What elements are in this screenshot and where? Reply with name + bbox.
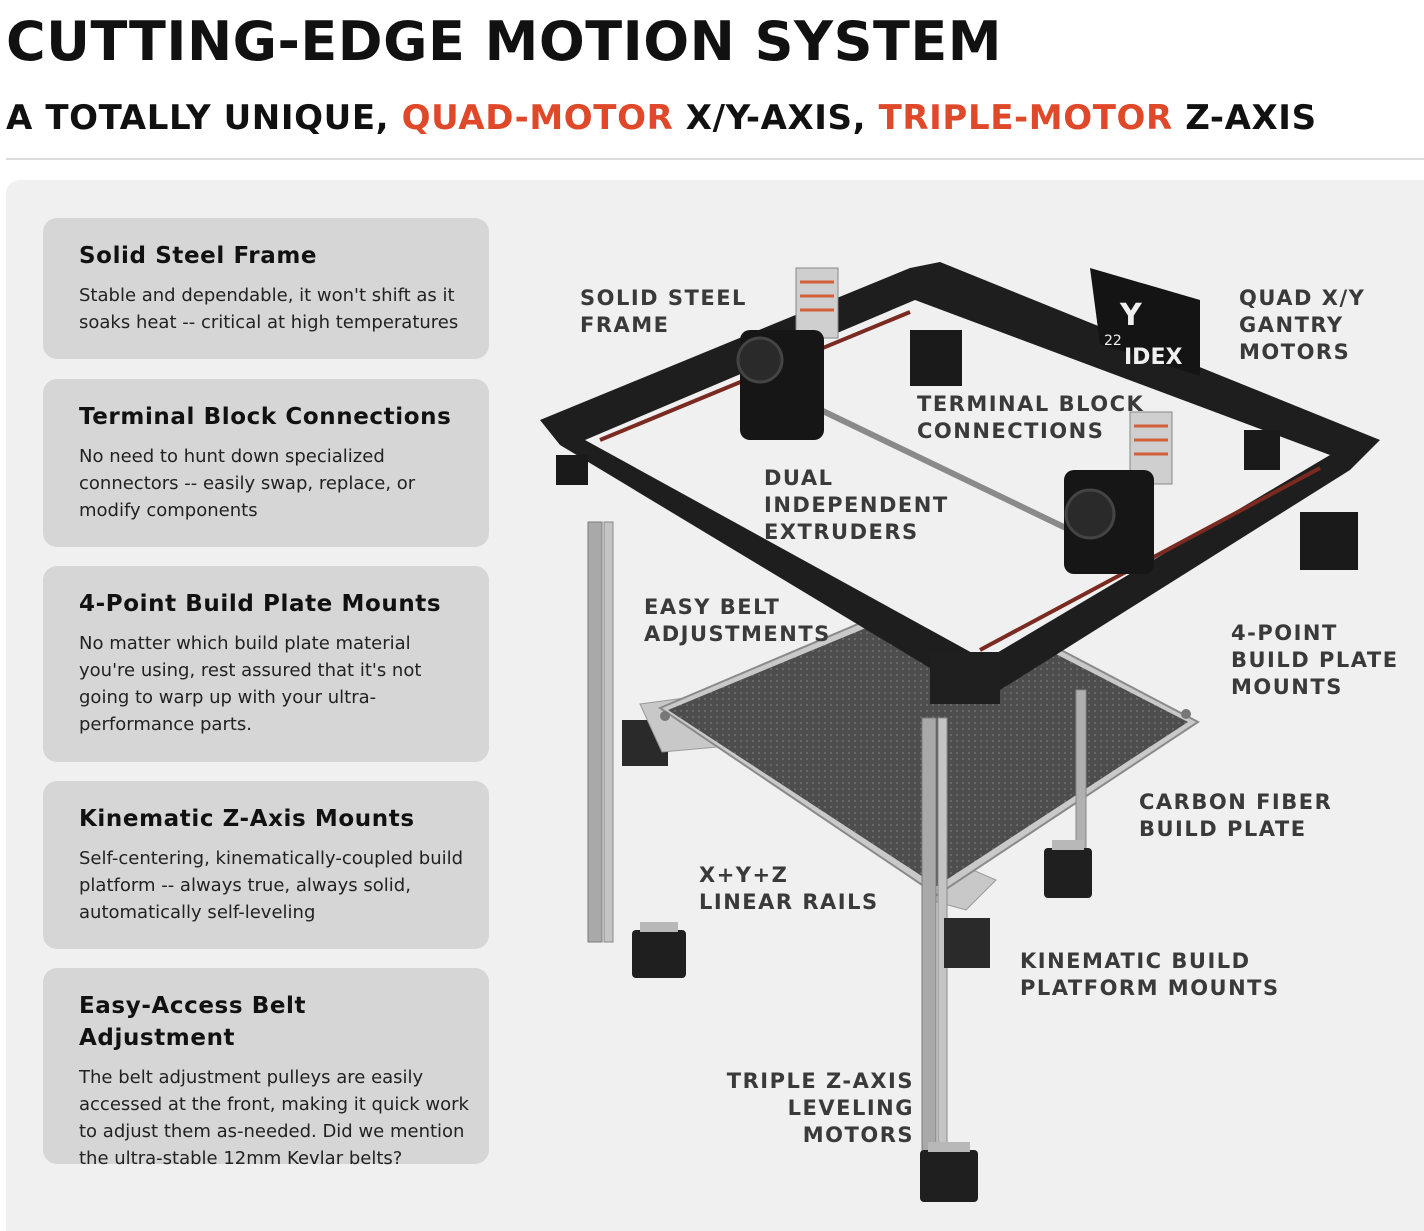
subtitle-accent-triple-motor: TRIPLE-MOTOR (878, 98, 1173, 138)
gantry-motor-rear (910, 330, 962, 386)
feature-card-belt-adjustment: Easy-Access Belt Adjustment The belt adj… (43, 968, 489, 1169)
plate-screw-icon (1181, 709, 1191, 719)
z-rail-rear (1044, 689, 1092, 898)
feature-title: Terminal Block Connections (79, 404, 452, 430)
belt-adjuster-block (930, 652, 1000, 704)
extruder-right (1064, 411, 1173, 574)
page-title: CUTTING-EDGE MOTION SYSTEM (6, 10, 1002, 73)
feature-card-kinematic-mounts: Kinematic Z-Axis Mounts Self-centering, … (43, 781, 489, 949)
subtitle-part-3: Z-AXIS (1172, 98, 1317, 138)
z-motor-front (920, 1150, 978, 1202)
fan-icon (1064, 488, 1116, 540)
z-motor-rear (1044, 848, 1092, 898)
callout-kinematic-mounts: Kinematic Build Platform Mounts (1020, 949, 1280, 1000)
page-subtitle: A TOTALLY UNIQUE, QUAD-MOTOR X/Y-AXIS, T… (6, 96, 1317, 140)
feature-title: Kinematic Z-Axis Mounts (79, 806, 415, 832)
callout-linear-rails: X+Y+Z Linear Rails (699, 863, 879, 914)
header-divider (6, 158, 1424, 160)
feature-title: 4-Point Build Plate Mounts (79, 591, 442, 617)
printer-illustration: Y 22 IDEX (540, 262, 1380, 1202)
logo-model-number: 22 (1104, 333, 1122, 349)
logo-model-name: IDEX (1124, 345, 1182, 370)
terminal-block-icon (795, 267, 839, 339)
feature-title: Solid Steel Frame (79, 243, 318, 269)
kinematic-mount (944, 918, 990, 968)
callout-terminal-block: Terminal Block Connections (917, 392, 1145, 443)
z-motor-left (632, 930, 686, 978)
z-rail-left (587, 521, 686, 978)
callout-triple-z-motors: Triple Z-Axis Leveling Motors (726, 1069, 914, 1147)
logo-mark: Y (1119, 298, 1143, 333)
subtitle-part-2: X/Y-AXIS, (673, 98, 879, 138)
callout-easy-belt: Easy Belt Adjustments (644, 595, 831, 646)
callout-quad-xy-motors: Quad X/Y Gantry Motors (1239, 286, 1366, 364)
subtitle-accent-quad-motor: QUAD-MOTOR (401, 98, 674, 138)
callout-carbon-fiber-plate: Carbon Fiber Build Plate (1139, 790, 1333, 841)
feature-description: No matter which build plate material you… (79, 633, 422, 735)
extruder-left (736, 267, 839, 440)
feature-description: Stable and dependable, it won't shift as… (79, 285, 459, 333)
feature-card-solid-steel-frame: Solid Steel Frame Stable and dependable,… (43, 218, 489, 359)
z-rail-front (920, 717, 990, 1202)
feature-description: The belt adjustment pulleys are easily a… (79, 1067, 469, 1169)
feature-card-build-plate-mounts: 4-Point Build Plate Mounts No matter whi… (43, 566, 489, 762)
gantry-motor-left (556, 455, 588, 485)
callout-solid-steel-frame: Solid Steel Frame (580, 286, 747, 337)
subtitle-part-1: A TOTALLY UNIQUE, (6, 98, 402, 138)
gantry-motor-right (1300, 512, 1358, 570)
feature-description: Self-centering, kinematically-coupled bu… (79, 848, 464, 923)
callout-build-plate-mounts: 4-Point Build Plate Mounts (1231, 621, 1399, 699)
feature-title: Easy-Access Belt Adjustment (79, 993, 307, 1051)
printer-logo-plate: Y 22 IDEX (1090, 268, 1200, 376)
plate-screw-icon (660, 711, 670, 721)
gantry-motor-right-rear (1244, 430, 1280, 470)
fan-icon (736, 336, 784, 384)
feature-description: No need to hunt down specialized connect… (79, 446, 416, 521)
callout-dual-extruders: Dual Independent Extruders (764, 466, 949, 544)
feature-card-terminal-block: Terminal Block Connections No need to hu… (43, 379, 489, 547)
